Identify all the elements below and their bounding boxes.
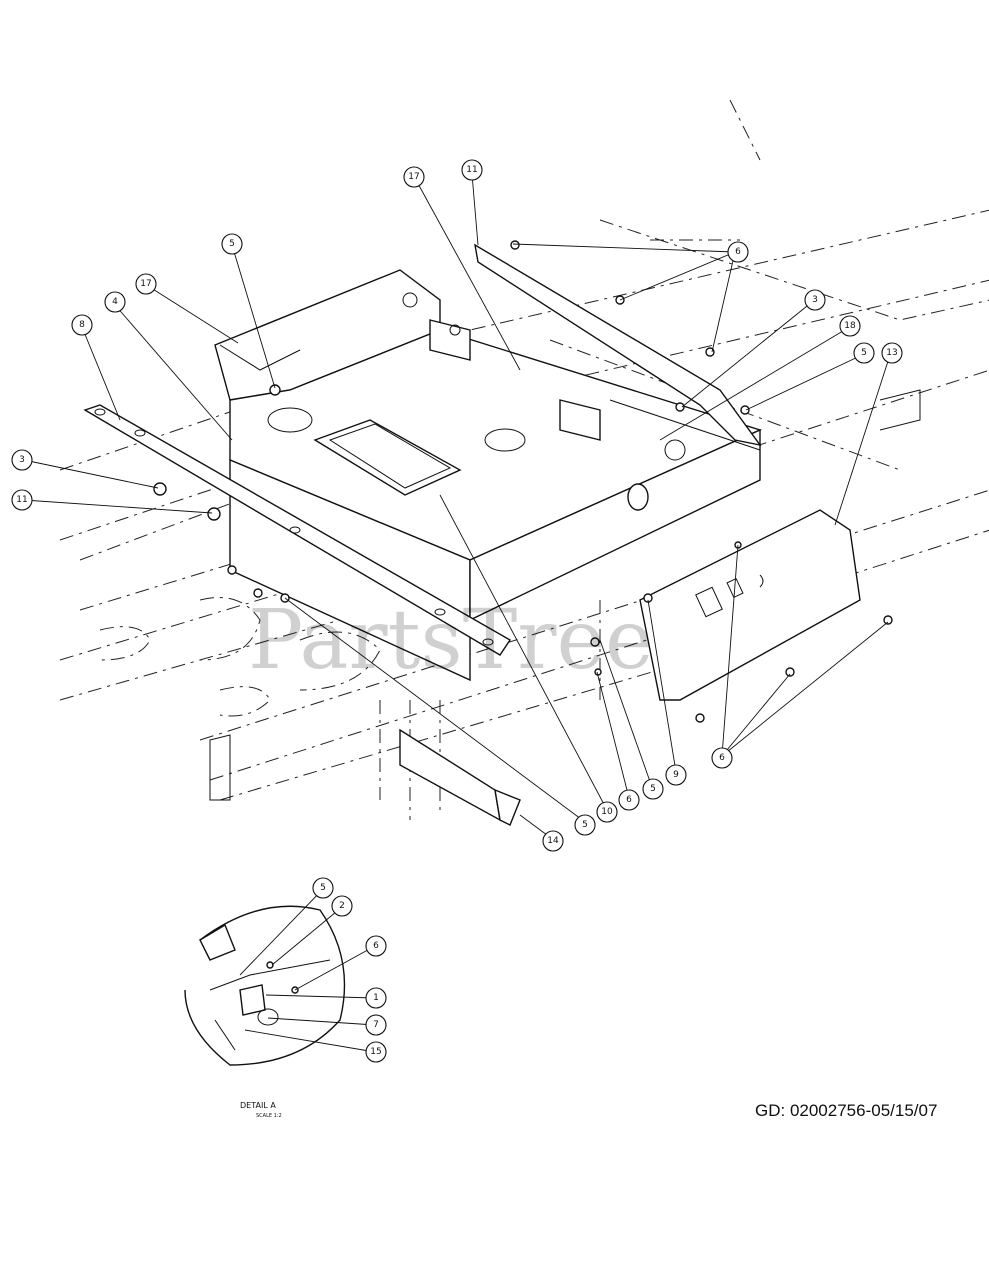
svg-text:3: 3	[812, 295, 818, 305]
svg-text:SCALE 1:2: SCALE 1:2	[256, 1113, 282, 1119]
callout-6-top: 6	[727, 241, 749, 263]
callout-6-right: 6	[711, 747, 733, 769]
detail-callout-2: 2	[331, 895, 353, 917]
svg-text:1: 1	[373, 993, 379, 1003]
svg-text:4: 4	[112, 297, 118, 307]
svg-text:14: 14	[547, 836, 559, 846]
callout-5-top: 5	[221, 233, 243, 255]
svg-text:6: 6	[719, 753, 725, 763]
svg-text:2: 2	[339, 901, 345, 911]
svg-text:5: 5	[861, 348, 867, 358]
svg-text:18: 18	[844, 321, 856, 331]
callout-12: 17	[135, 273, 157, 295]
callout-11-left: 11	[11, 489, 33, 511]
callout-3-left: 3	[11, 449, 33, 471]
svg-text:5: 5	[582, 820, 588, 830]
svg-text:7: 7	[373, 1020, 379, 1030]
callout-5-right: 5	[853, 342, 875, 364]
callout-5-bottom-a: 5	[574, 814, 596, 836]
detail-callout-1: 1	[365, 987, 387, 1009]
svg-text:17: 17	[140, 279, 151, 289]
frame-rail	[209, 389, 921, 801]
part-callouts: 11 17 6 5 17 4 8 3 18 5 13 3 11 6 9 14 1…	[11, 159, 903, 1063]
callout-10: 10	[596, 801, 618, 823]
callout-9-bottom: 9	[665, 764, 687, 786]
hardware-fasteners	[153, 240, 893, 723]
detail-callout-15: 15	[365, 1041, 387, 1063]
detail-a-view	[184, 905, 346, 1066]
svg-text:10: 10	[601, 807, 613, 817]
svg-text:6: 6	[626, 795, 632, 805]
svg-text:15: 15	[370, 1047, 381, 1057]
side-plate-bar	[83, 404, 511, 656]
svg-text:11: 11	[16, 495, 27, 505]
callout-4: 4	[104, 291, 126, 313]
svg-text:5: 5	[650, 784, 656, 794]
callout-11-top: 11	[461, 159, 483, 181]
callout-18: 18	[839, 315, 861, 337]
detail-callout-7: 7	[365, 1014, 387, 1036]
lower-bracket	[399, 728, 521, 826]
callout-3-right: 3	[804, 289, 826, 311]
callout-17: 17	[403, 166, 425, 188]
svg-text:13: 13	[886, 348, 897, 358]
svg-text:DETAIL A: DETAIL A	[240, 1101, 276, 1110]
svg-text:6: 6	[735, 247, 741, 257]
diagram-code-label: GD: 02002756-05/15/07	[755, 1101, 938, 1120]
svg-text:17: 17	[408, 172, 419, 182]
detail-callout-5: 5	[312, 877, 334, 899]
svg-text:5: 5	[320, 883, 326, 893]
svg-text:11: 11	[466, 165, 477, 175]
top-bracket	[474, 243, 762, 447]
svg-text:6: 6	[373, 941, 379, 951]
partstree-watermark: PartsTree	[248, 593, 654, 688]
svg-text:9: 9	[673, 770, 679, 780]
callout-14: 14	[542, 830, 564, 852]
leader-lines	[23, 173, 891, 1053]
callout-8-left: 8	[71, 314, 93, 336]
detail-callout-6: 6	[365, 935, 387, 957]
svg-text:5: 5	[229, 239, 235, 249]
svg-text:3: 3	[19, 455, 25, 465]
right-cover	[639, 509, 861, 701]
svg-text:8: 8	[79, 320, 85, 330]
callout-13: 13	[881, 342, 903, 364]
callout-5-bottom-b: 5	[642, 778, 664, 800]
detail-a-label: DETAIL A SCALE 1:2	[240, 1101, 282, 1119]
callout-6-bottom: 6	[618, 789, 640, 811]
